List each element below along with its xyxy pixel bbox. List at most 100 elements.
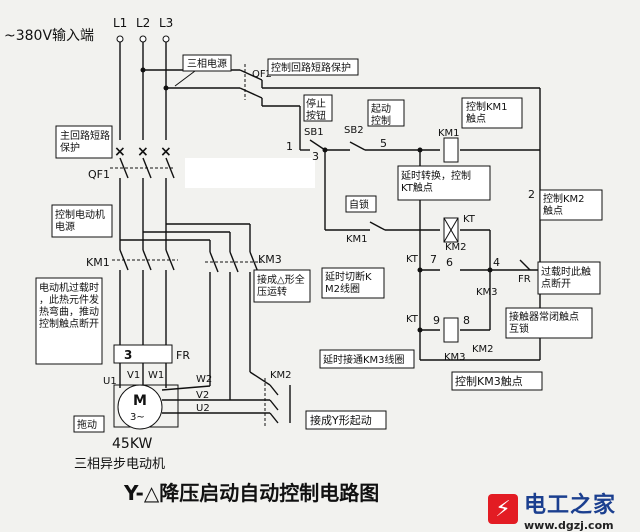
node-6: 6 — [446, 256, 453, 269]
control-fuse-box — [267, 58, 359, 76]
km1-coil-label: KM1 — [438, 128, 460, 139]
delay-switch-box — [397, 165, 491, 201]
overload-break-label: 过载时此触点断开 — [541, 265, 591, 290]
v2-label: V2 — [196, 390, 209, 401]
terminal-l3 — [162, 35, 170, 43]
terminal-l2 — [139, 35, 147, 43]
delta-run-box — [253, 269, 311, 303]
motor-secondary-wiring — [161, 371, 291, 428]
km3-contact-box — [451, 371, 543, 391]
v1-label: V1 — [127, 370, 140, 381]
node-1: 1 — [286, 140, 293, 153]
main-protection-box — [55, 125, 113, 159]
logo-url: www.dgzj.com — [524, 518, 614, 532]
overload-break-box — [537, 261, 601, 295]
three-phase-supply-box — [182, 54, 232, 72]
node-4: 4 — [493, 256, 500, 269]
overload-note-box — [35, 277, 103, 365]
km1-main-contacts — [112, 223, 250, 345]
diagram-title: Y-△降压启动自动控制电路图 — [123, 481, 379, 505]
kt-contact-label-1: KT — [406, 254, 419, 265]
stop-button-box — [303, 94, 333, 122]
pointer — [174, 70, 196, 87]
u1-label: U1 — [103, 376, 117, 387]
svg-text:×: × — [114, 144, 126, 160]
km3-coil-label: KM3 — [444, 352, 466, 363]
svg-text:×: × — [137, 144, 149, 160]
phase-l2-label: L2 — [136, 16, 150, 30]
control-circuit-wiring — [299, 88, 541, 361]
motor-m-label: M — [133, 393, 147, 409]
phase-l1-label: L1 — [113, 16, 127, 30]
phase-l3-label: L3 — [159, 16, 173, 30]
site-logo: ⚡ 电工之家 www.dgzj.com — [488, 487, 638, 532]
supply-label: ~380V输入端 — [4, 28, 94, 44]
delay-connect-km3-label: 延时接通KM3线圈 — [323, 353, 405, 366]
interlock-label: 接触器常闭触点互锁 — [509, 310, 579, 335]
fr-thermal-element — [113, 344, 173, 364]
interlock-box — [505, 307, 593, 339]
node-7: 7 — [430, 253, 437, 266]
drag-box — [73, 415, 105, 433]
sb1-label: SB1 — [304, 127, 324, 138]
node-8: 8 — [463, 314, 470, 327]
star-start-box — [305, 410, 387, 430]
km1-self-lock-label: KM1 — [346, 234, 368, 245]
self-lock-label: 自锁 — [349, 198, 369, 211]
motor-phase-label: 3~ — [130, 412, 145, 423]
logo-name: 电工之家 — [524, 492, 617, 518]
delay-connect-km3-box — [319, 349, 415, 369]
qf2-label: QF2 — [252, 69, 272, 80]
node-2: 2 — [528, 188, 535, 201]
w1-label: W1 — [148, 370, 164, 381]
km2-contact-box — [539, 189, 603, 221]
km1-contact-box — [461, 97, 523, 129]
delay-cut-km2-box — [321, 267, 385, 299]
qf1-label: QF1 — [88, 168, 110, 181]
terminal-l1 — [116, 35, 124, 43]
motor-symbol — [117, 384, 163, 430]
main-protection-label: 主回路短路保护 — [60, 129, 110, 154]
kt-coil-label: KT — [463, 214, 476, 225]
kt-contact-label-2: KT — [406, 314, 419, 325]
w2-label: W2 — [196, 374, 212, 385]
three-phase-supply-label: 三相电源 — [187, 57, 227, 70]
km1-main-label: KM1 — [86, 256, 110, 269]
node-3-top: 3 — [312, 150, 319, 163]
delta-run-label: 接成△形全压运转 — [257, 273, 305, 298]
km2-nc-label: KM2 — [472, 344, 494, 355]
star-start-label: 接成Y形起动 — [310, 414, 372, 427]
node-9: 9 — [433, 314, 440, 327]
km3-nc-label: KM3 — [476, 287, 498, 298]
drag-label: 拖动 — [77, 418, 97, 431]
fr-contact-label: FR — [518, 274, 531, 285]
lightning-icon: ⚡ — [488, 494, 518, 524]
km2-main-label: KM2 — [270, 370, 292, 381]
motor-power-box — [51, 204, 113, 238]
motor-power-label: 45KW — [112, 436, 152, 452]
u2-label: U2 — [196, 403, 210, 414]
fr-label: FR — [176, 349, 190, 362]
km3-contact-label: 控制KM3触点 — [455, 374, 523, 388]
sb2-label: SB2 — [344, 125, 364, 136]
overload-note-label: 电动机过载时，此热元件发热弯曲，推动控制触点断开 — [39, 281, 99, 330]
blank-area — [185, 158, 315, 188]
stop-button-label: 停止按钮 — [306, 97, 326, 122]
fr-number: 3 — [124, 348, 132, 362]
svg-text:×: × — [160, 144, 172, 160]
km3-delta-contacts — [205, 224, 262, 400]
km3-coil — [443, 317, 459, 343]
fr-outputs — [119, 363, 167, 388]
control-motor-power-label: 控制电动机电源 — [55, 208, 105, 233]
qf2-switch — [239, 64, 540, 107]
node-5: 5 — [380, 137, 387, 150]
qf1-breaker: × × × — [110, 144, 175, 250]
km2-coil-label: KM2 — [445, 242, 467, 253]
start-button-label: 起动控制 — [371, 103, 391, 127]
start-button-box — [367, 99, 405, 127]
